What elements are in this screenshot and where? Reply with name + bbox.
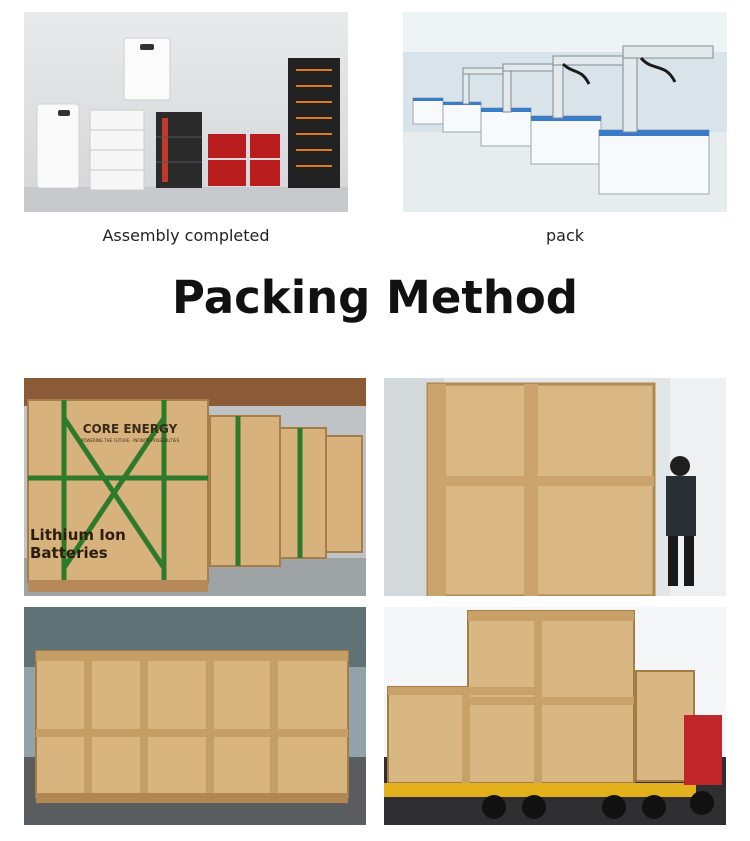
outdoor-crate-photo	[24, 607, 366, 825]
production-line-illustration	[403, 12, 727, 212]
pack-caption: pack	[545, 226, 585, 245]
assembled-products-illustration	[24, 12, 348, 212]
production-line-photo	[403, 12, 727, 212]
assembled-products-photo	[24, 12, 348, 212]
workshop-crate-illustration	[384, 378, 726, 596]
outdoor-crate-illustration	[24, 607, 366, 825]
crate-product-line1: Lithium Ion	[30, 526, 126, 544]
truck-crates-illustration	[384, 607, 726, 825]
truck-crates-photo	[384, 607, 726, 825]
crate-tagline-text: POWERING THE FUTURE · INFINITE POSSIBILI…	[80, 438, 180, 443]
crate-brand-text: CORE ENERGY	[82, 422, 178, 436]
workshop-crate-photo	[384, 378, 726, 596]
printed-crates-photo: CORE ENERGY POWERING THE FUTURE · INFINI…	[24, 378, 366, 596]
section-title: Packing Method	[171, 271, 579, 324]
crate-product-line2: Batteries	[30, 544, 108, 562]
assembly-caption: Assembly completed	[102, 226, 270, 245]
printed-crates-illustration	[24, 378, 366, 596]
